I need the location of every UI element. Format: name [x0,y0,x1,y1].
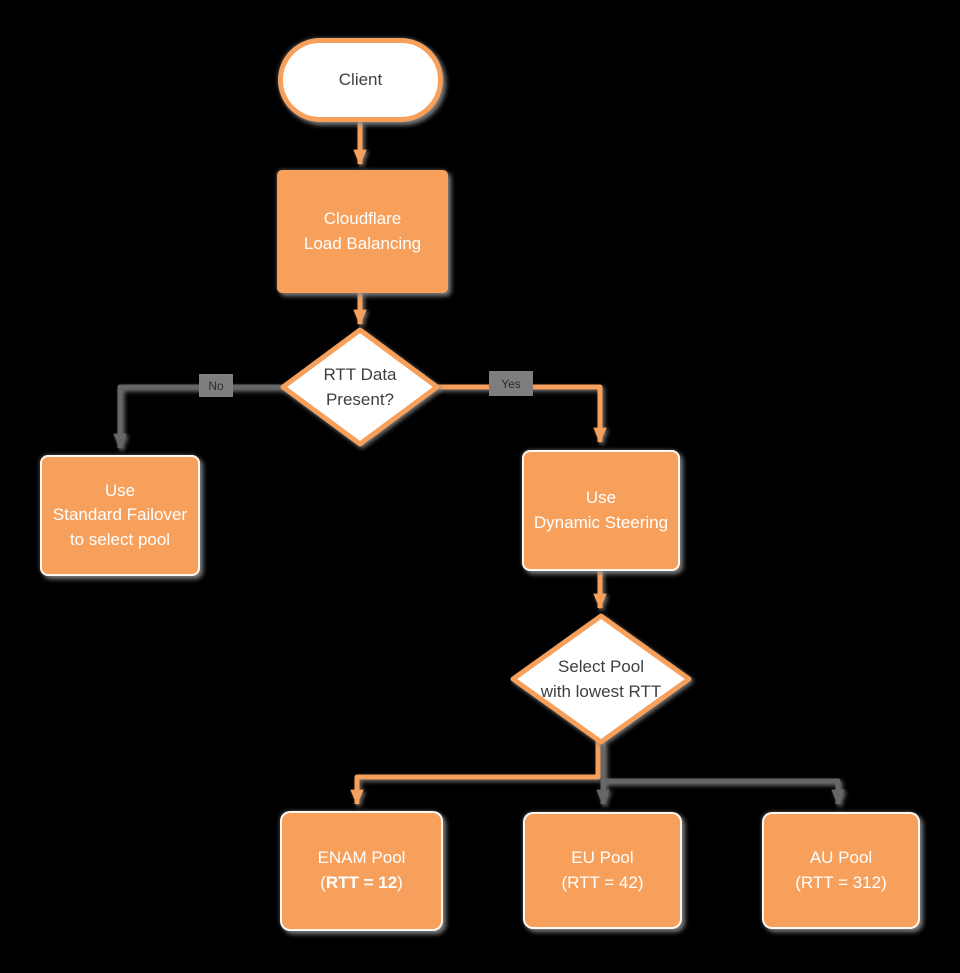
dynamic-steering-node: Use Dynamic Steering [522,450,680,571]
enam-rtt-paren-close: ) [397,873,403,892]
rtt-decision-diamond-shape [280,327,440,447]
au-pool-label: AU Pool (RTT = 312) [795,846,887,895]
au-pool-rtt: (RTT = 312) [795,872,887,892]
enam-pool-name: ENAM Pool [317,848,406,868]
select-pool-diamond-shape [510,613,692,745]
enam-pool-label: ENAM Pool (RTT = 12) [318,846,406,895]
au-pool-node: AU Pool (RTT = 312) [762,812,920,929]
eu-pool-name: EU Pool [571,847,634,867]
client-node: Client [278,38,443,122]
standard-failover-node: Use Standard Failover to select pool [40,455,200,576]
edge-label-yes: Yes [489,371,533,396]
cloudflare-load-balancing-label: Cloudflare Load Balancing [303,208,422,253]
cloudflare-load-balancing-node: Cloudflare Load Balancing [277,170,448,293]
enam-rtt-paren-open: ( [320,873,326,892]
enam-rtt-value: RTT = 12 [325,873,398,892]
eu-pool-node: EU Pool (RTT = 42) [523,812,682,929]
enam-pool-rtt: (RTT = 12) [318,871,406,896]
standard-failover-label: Use Standard Failover to select pool [52,480,188,549]
eu-pool-label: EU Pool (RTT = 42) [561,846,643,895]
enam-pool-node: ENAM Pool (RTT = 12) [280,811,443,931]
edge-select-pool-to-au [603,778,845,806]
au-pool-name: AU Pool [809,847,873,867]
edge-label-no: No [199,374,233,397]
dynamic-steering-label: Use Dynamic Steering [533,487,669,532]
edge-select-pool-to-enam [350,740,601,806]
client-label: Client [338,69,383,89]
eu-pool-rtt: (RTT = 42) [561,872,644,892]
